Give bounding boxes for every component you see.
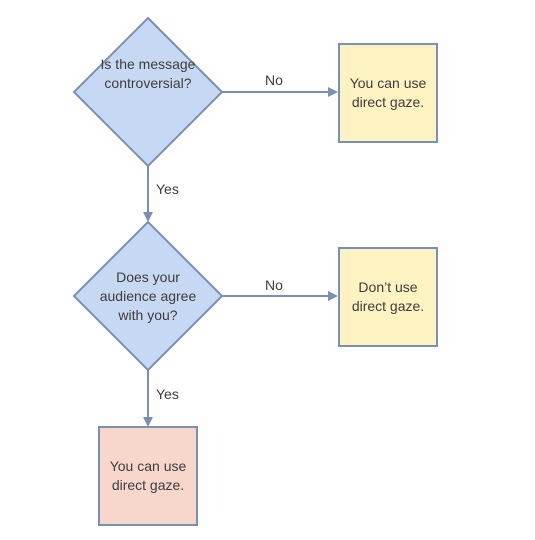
outcome-3-text: You can use direct gaze.: [109, 458, 187, 493]
outcome-box-1: You can use direct gaze.: [338, 43, 438, 143]
edge-label-no-2: No: [265, 277, 283, 293]
decision-2-text: Does your audience agree with you?: [99, 269, 197, 323]
edge-label-yes-1: Yes: [156, 181, 179, 197]
outcome-1-text: You can use direct gaze.: [349, 75, 427, 110]
decision-1-text: Is the message controversial?: [100, 56, 196, 91]
outcome-box-3: You can use direct gaze.: [98, 426, 198, 526]
edge-label-no-1: No: [265, 72, 283, 88]
outcome-2-text: Don’t use direct gaze.: [351, 279, 425, 314]
outcome-box-2: Don’t use direct gaze.: [338, 247, 438, 347]
edge-label-yes-2: Yes: [156, 386, 179, 402]
